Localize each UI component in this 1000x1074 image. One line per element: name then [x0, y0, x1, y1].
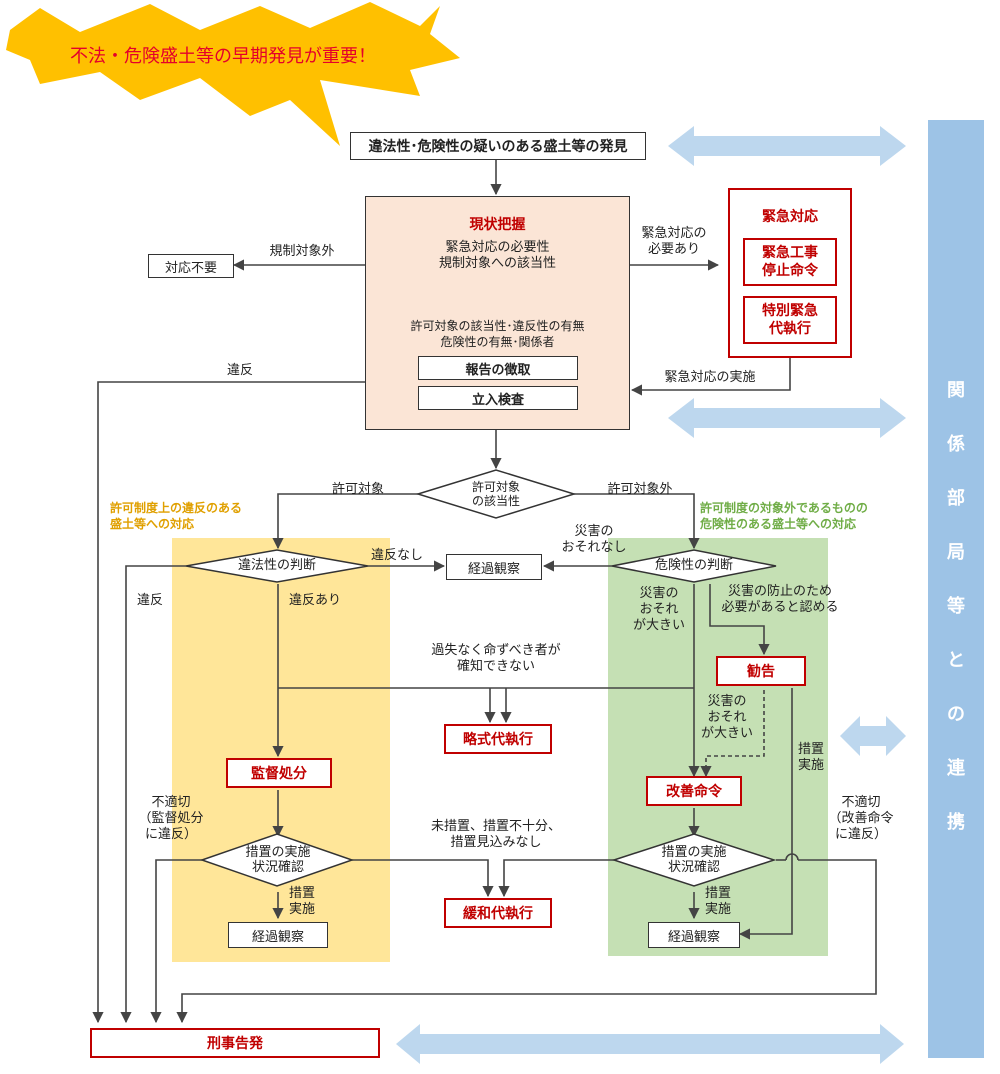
label-improper-left: 不適切 （監督処分 に違反） [138, 795, 204, 842]
permit-diamond-label: 許可対象 の該当性 [471, 480, 520, 508]
observe-right-box: 経過観察 [648, 922, 740, 948]
no-action-box: 対応不要 [148, 254, 234, 278]
danger-diamond [611, 549, 777, 583]
label-no-violation: 違反なし [370, 548, 423, 563]
check-left-label: 措置の実施 状況確認 [245, 845, 311, 875]
label-no-disaster: 災害の おそれなし [561, 524, 627, 555]
label-violation-top: 違反 [226, 363, 253, 378]
sidebar-char: 等 [947, 596, 965, 617]
survey-title: 現状把握 [469, 217, 526, 233]
label-measure-done-right: 措置 実施 [797, 742, 824, 773]
relation-arrows [396, 126, 906, 1064]
relation-arrow [668, 126, 906, 166]
label-measure-left: 措置 実施 [288, 886, 315, 917]
sidebar-char: と [947, 650, 965, 671]
label-has-violation: 違反あり [288, 593, 341, 608]
legality-diamond-label: 違法性の判断 [237, 558, 316, 573]
label-out-of-scope: 規制対象外 [269, 244, 335, 259]
label-need-emergency: 緊急対応の 必要あり [641, 226, 707, 257]
sidebar-char: 携 [947, 812, 965, 833]
relief-exec-box: 緩和代執行 [444, 898, 552, 928]
legality-diamond [185, 549, 369, 583]
relation-arrow [840, 716, 906, 756]
label-unknown-party: 過失なく命ずべき者が 確知できない [431, 643, 561, 674]
inspection-box: 立入検査 [418, 386, 578, 410]
label-permit-no: 許可対象外 [607, 482, 673, 497]
check-right-label: 措置の実施 状況確認 [661, 845, 727, 875]
survey-line1: 緊急対応の必要性 規制対象への該当性 [438, 240, 556, 271]
sidebar-char: の [947, 704, 965, 725]
label-improper-right: 不適切 （改善命令 に違反） [828, 795, 894, 842]
label-permit-yes: 許可対象 [331, 482, 384, 497]
right-zone-title: 許可制度の対象外であるものの 危険性のある盛土等への対応 [700, 501, 868, 531]
observe-left-box: 経過観察 [228, 922, 328, 948]
danger-diamond-label: 危険性の判断 [654, 558, 733, 573]
check-left-diamond [199, 833, 355, 887]
label-prevention: 災害の防止のため 必要があると認める [721, 584, 839, 615]
criminal-box: 刑事告発 [90, 1028, 380, 1058]
left-zone-title: 許可制度上の違反のある 盛土等への対応 [110, 501, 243, 531]
banner-starburst [6, 2, 460, 146]
banner-text: 不法・危険盛土等の早期発見が重要！ [70, 46, 376, 67]
emergency-title: 緊急対応 [762, 209, 818, 225]
label-no-measure: 未措置、措置不十分、 措置見込みなし [430, 819, 561, 850]
sidebar-char: 部 [947, 488, 965, 509]
discovery-box: 違法性･危険性の疑いのある盛土等の発見 [350, 132, 646, 160]
label-large-risk: 災害の おそれ が大きい [632, 586, 685, 633]
sidebar-char: 局 [947, 542, 965, 563]
sidebar-char: 連 [947, 758, 965, 779]
report-box: 報告の徴取 [418, 356, 578, 380]
permit-diamond [415, 469, 577, 519]
sidebar-char: 関 [947, 380, 965, 401]
relation-arrow [668, 398, 906, 438]
survey-line2: 許可対象の該当性･違反性の有無 危険性の有無･関係者 [410, 319, 585, 349]
special-exec-box: 特別緊急 代執行 [743, 296, 837, 344]
improvement-box: 改善命令 [646, 776, 742, 806]
sidebar-char: 係 [947, 434, 965, 455]
check-right-diamond [611, 833, 777, 887]
relation-sidebar: 関 係 部 局 等 と の 連 携 [928, 120, 984, 1058]
advice-box: 勧告 [716, 656, 806, 686]
label-emergency-done: 緊急対応の実施 [664, 370, 756, 385]
supervision-box: 監督処分 [226, 758, 332, 788]
emergency-order-box: 緊急工事 停止命令 [743, 238, 837, 286]
relation-arrow [396, 1024, 904, 1064]
label-violation-left: 違反 [136, 593, 163, 608]
summary-exec-box: 略式代執行 [444, 724, 552, 754]
observe-mid-box: 経過観察 [446, 554, 542, 580]
label-large-risk2: 災害の おそれ が大きい [700, 694, 753, 741]
label-measure-right: 措置 実施 [704, 886, 731, 917]
